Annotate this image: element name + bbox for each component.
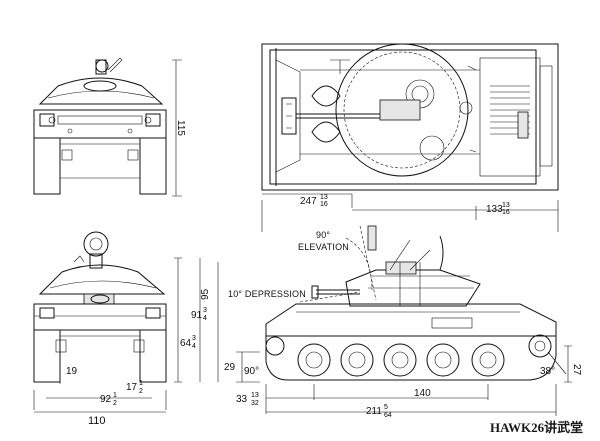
dim-92-num: 1 bbox=[113, 392, 117, 399]
dim-133-den: 16 bbox=[502, 209, 510, 216]
front-view-lower: 95 91 3 4 64 3 4 19 17 1 2 92 1 2 110 bbox=[33, 231, 219, 427]
dim-91-num: 3 bbox=[203, 307, 207, 314]
top-view: 247 13 16 133 13 16 bbox=[261, 43, 559, 232]
dim-247: 247 bbox=[300, 196, 317, 207]
dim-211-num: 5 bbox=[384, 404, 388, 411]
front-view-upper: 115 bbox=[33, 57, 186, 197]
dim-17-den: 2 bbox=[139, 388, 143, 395]
dim-17: 17 bbox=[126, 382, 138, 393]
dim-17-num: 1 bbox=[139, 380, 143, 387]
elevation-deg: 90° bbox=[316, 230, 330, 240]
dim-115: 115 bbox=[175, 120, 186, 136]
depression-label: 10° DEPRESSION bbox=[228, 289, 306, 299]
dim-64-num: 3 bbox=[192, 335, 196, 342]
side-view: 90° ELEVATION 10° DEPRESSION bbox=[224, 225, 582, 419]
dim-133: 133 bbox=[486, 204, 503, 215]
dim-247-num: 13 bbox=[320, 194, 328, 201]
dim-29: 29 bbox=[224, 362, 236, 373]
watermark: HAWK26讲武堂 bbox=[490, 420, 583, 435]
dim-64: 64 bbox=[180, 338, 192, 349]
dim-91-den: 4 bbox=[203, 315, 207, 322]
dim-140: 140 bbox=[414, 388, 431, 399]
dim-19: 19 bbox=[66, 366, 78, 377]
dim-211-den: 64 bbox=[384, 412, 392, 419]
dim-27: 27 bbox=[571, 364, 582, 376]
elevation-label: ELEVATION bbox=[298, 242, 349, 252]
dim-64-den: 4 bbox=[192, 343, 196, 350]
dim-90-deg: 90° bbox=[244, 366, 259, 377]
dim-33-num: 13 bbox=[251, 392, 259, 399]
dim-91: 91 bbox=[191, 310, 203, 321]
dim-92: 92 bbox=[100, 394, 112, 405]
dim-247-den: 16 bbox=[320, 201, 328, 208]
dim-95: 95 bbox=[200, 288, 211, 300]
dim-33: 33 bbox=[236, 394, 248, 405]
dim-33-den: 32 bbox=[251, 400, 259, 407]
dim-211: 211 bbox=[366, 406, 382, 417]
dim-92-den: 2 bbox=[113, 400, 117, 407]
dim-38-deg: 38° bbox=[540, 366, 555, 377]
dim-133-num: 13 bbox=[502, 202, 510, 209]
dim-110: 110 bbox=[88, 415, 106, 427]
